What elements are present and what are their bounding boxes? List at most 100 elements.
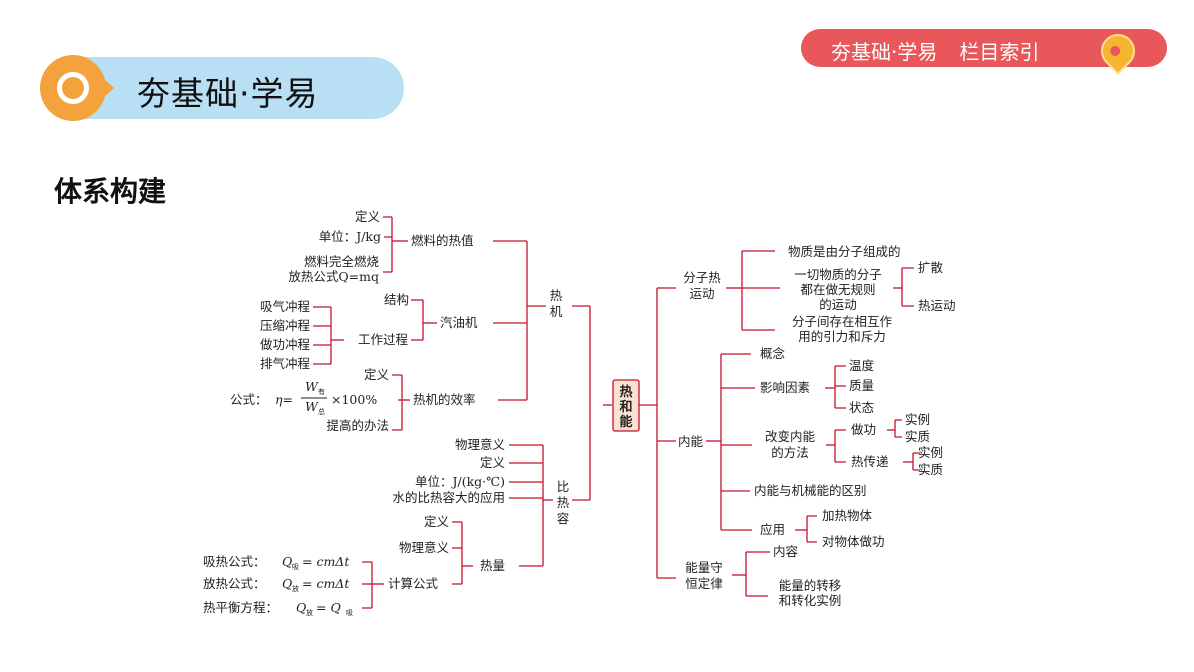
- leaf-molecular-force-2: 用的引力和斥力: [798, 329, 886, 344]
- node-ie-factors: 影响因素: [760, 380, 810, 395]
- node-internal-energy: 内能: [678, 434, 704, 449]
- center-label-1: 热: [619, 384, 632, 400]
- leaf-molecular-force-1: 分子间存在相互作: [792, 314, 893, 329]
- connector-lines: [313, 216, 920, 609]
- formula-balance: 热平衡方程： Q 放 = Q 吸: [203, 600, 353, 617]
- svg-text:吸: 吸: [346, 609, 353, 617]
- formula-suffix: ×100%: [331, 392, 377, 407]
- leaf-ie-difference: 内能与机械能的区别: [754, 483, 867, 498]
- leaf-stroke-compression: 压缩冲程: [260, 318, 311, 333]
- node-molecular-2: 运动: [689, 286, 714, 301]
- node-conservation-1: 能量守: [685, 560, 723, 575]
- node-heat-quantity: 热量: [480, 558, 505, 573]
- leaf-work-example: 实例: [905, 412, 930, 427]
- nav-label: 夯基础·学易: [831, 40, 938, 64]
- leaf-conservation-examples-1: 能量的转移: [779, 578, 842, 593]
- leaf-conservation-content: 内容: [773, 544, 798, 559]
- svg-text:Q: Q: [282, 576, 292, 591]
- banner-arrow-icon: [102, 77, 114, 99]
- node-calc-formula: 计算公式: [388, 576, 439, 591]
- leaf-sh-unit: 单位：J/(kg·℃): [415, 474, 505, 489]
- column-index-nav[interactable]: 夯基础·学易栏目索引: [801, 26, 1167, 76]
- center-label-2: 和: [619, 399, 632, 415]
- section-banner: 夯基础·学易: [40, 55, 404, 121]
- svg-text:热平衡方程：: 热平衡方程：: [203, 600, 278, 615]
- leaf-stroke-power: 做功冲程: [260, 337, 311, 352]
- leaf-stroke-exhaust: 排气冲程: [260, 356, 311, 371]
- nav-index-label: 栏目索引: [959, 40, 1040, 64]
- formula-eta: η=: [275, 392, 293, 407]
- node-ie-change-1: 改变内能: [765, 429, 816, 444]
- leaf-factor-state: 状态: [849, 400, 874, 415]
- svg-text:Q: Q: [282, 554, 292, 569]
- leaf-work-essence: 实质: [905, 429, 930, 444]
- svg-text:吸: 吸: [292, 563, 299, 571]
- center-label-3: 能: [619, 414, 632, 430]
- formula-numerator: W: [305, 379, 319, 394]
- leaf-factor-mass: 质量: [849, 378, 874, 393]
- svg-text:Q: Q: [296, 600, 306, 615]
- node-molecular-1: 分子热: [683, 270, 721, 285]
- svg-text:= Q: = Q: [316, 600, 341, 615]
- formula-denominator-sub: 总: [318, 407, 325, 416]
- center-node: 热 和 能: [612, 379, 640, 432]
- node-ie-application: 应用: [760, 522, 785, 537]
- leaf-fuel-formula: 放热公式Q=mq: [288, 269, 379, 284]
- leaf-transfer-essence: 实质: [918, 462, 943, 477]
- formula-denominator: W: [305, 399, 319, 414]
- leaf-molecular-random-3: 的运动: [819, 297, 857, 312]
- leaf-ie-concept: 概念: [760, 346, 786, 361]
- banner-title: 夯基础·学易: [137, 74, 319, 113]
- svg-text:= cmΔt: = cmΔt: [302, 554, 350, 569]
- leaf-transfer-example: 实例: [918, 445, 943, 460]
- node-rejiji-1: 热: [550, 288, 563, 303]
- leaf-molecular-composed: 物质是由分子组成的: [788, 244, 901, 259]
- leaf-heating-object: 加热物体: [822, 508, 873, 523]
- node-specific-heat-3: 容: [557, 511, 570, 526]
- leaf-efficiency-definition: 定义: [364, 367, 390, 382]
- formula-prefix: 公式：: [230, 392, 268, 407]
- leaf-fuel-unit: 单位：J/kg: [319, 229, 381, 244]
- node-doing-work: 做功: [851, 422, 876, 437]
- leaf-factor-temperature: 温度: [849, 358, 875, 373]
- node-ie-change-2: 的方法: [771, 445, 809, 460]
- node-rejiji-2: 机: [550, 304, 563, 319]
- banner-circle-icon: [40, 55, 106, 121]
- leaf-engine-structure: 结构: [384, 292, 409, 307]
- svg-text:放热公式：: 放热公式：: [203, 576, 266, 591]
- node-engine-efficiency: 热机的效率: [413, 392, 476, 407]
- node-specific-heat-2: 热: [557, 495, 570, 510]
- node-labels: 热 机 燃料的热值 定义 单位：J/kg 燃料完全燃烧 放热公式Q=mq 汽油机…: [203, 209, 956, 617]
- leaf-thermal-motion: 热运动: [918, 298, 956, 313]
- leaf-sh-application: 水的比热容大的应用: [392, 490, 505, 505]
- section-title: 体系构建: [54, 175, 167, 208]
- leaf-stroke-intake: 吸气冲程: [260, 299, 311, 314]
- leaf-engine-process: 工作过程: [358, 332, 409, 347]
- svg-text:吸热公式：: 吸热公式：: [203, 554, 266, 569]
- leaf-efficiency-improve: 提高的办法: [326, 418, 389, 433]
- svg-text:= cmΔt: = cmΔt: [302, 576, 350, 591]
- leaf-sh-meaning: 物理意义: [455, 437, 506, 452]
- svg-text:放: 放: [292, 584, 299, 593]
- leaf-molecular-random-1: 一切物质的分子: [794, 267, 882, 282]
- leaf-work-on-object: 对物体做功: [822, 534, 885, 549]
- node-heat-transfer: 热传递: [851, 454, 889, 469]
- node-gasoline-engine: 汽油机: [440, 315, 478, 330]
- banner-bar: [70, 57, 404, 119]
- formula-release: 放热公式： Q 放 = cmΔt: [203, 576, 350, 593]
- leaf-conservation-examples-2: 和转化实例: [779, 593, 842, 608]
- leaf-heat-definition: 定义: [424, 514, 450, 529]
- formula-numerator-sub: 有: [318, 387, 325, 396]
- node-conservation-2: 恒定律: [685, 576, 723, 591]
- leaf-sh-definition: 定义: [480, 455, 506, 470]
- efficiency-formula: 公式： η= W 有 W 总 ×100%: [230, 379, 377, 416]
- leaf-molecular-random-2: 都在做无规则: [800, 282, 875, 297]
- formula-absorb: 吸热公式： Q 吸 = cmΔt: [203, 554, 350, 571]
- leaf-fuel-definition: 定义: [355, 209, 381, 224]
- leaf-fuel-burn: 燃料完全燃烧: [304, 254, 380, 269]
- leaf-heat-meaning: 物理意义: [399, 540, 450, 555]
- node-fuel-heat-value: 燃料的热值: [411, 233, 474, 248]
- svg-text:放: 放: [306, 608, 313, 617]
- node-specific-heat-1: 比: [557, 479, 570, 494]
